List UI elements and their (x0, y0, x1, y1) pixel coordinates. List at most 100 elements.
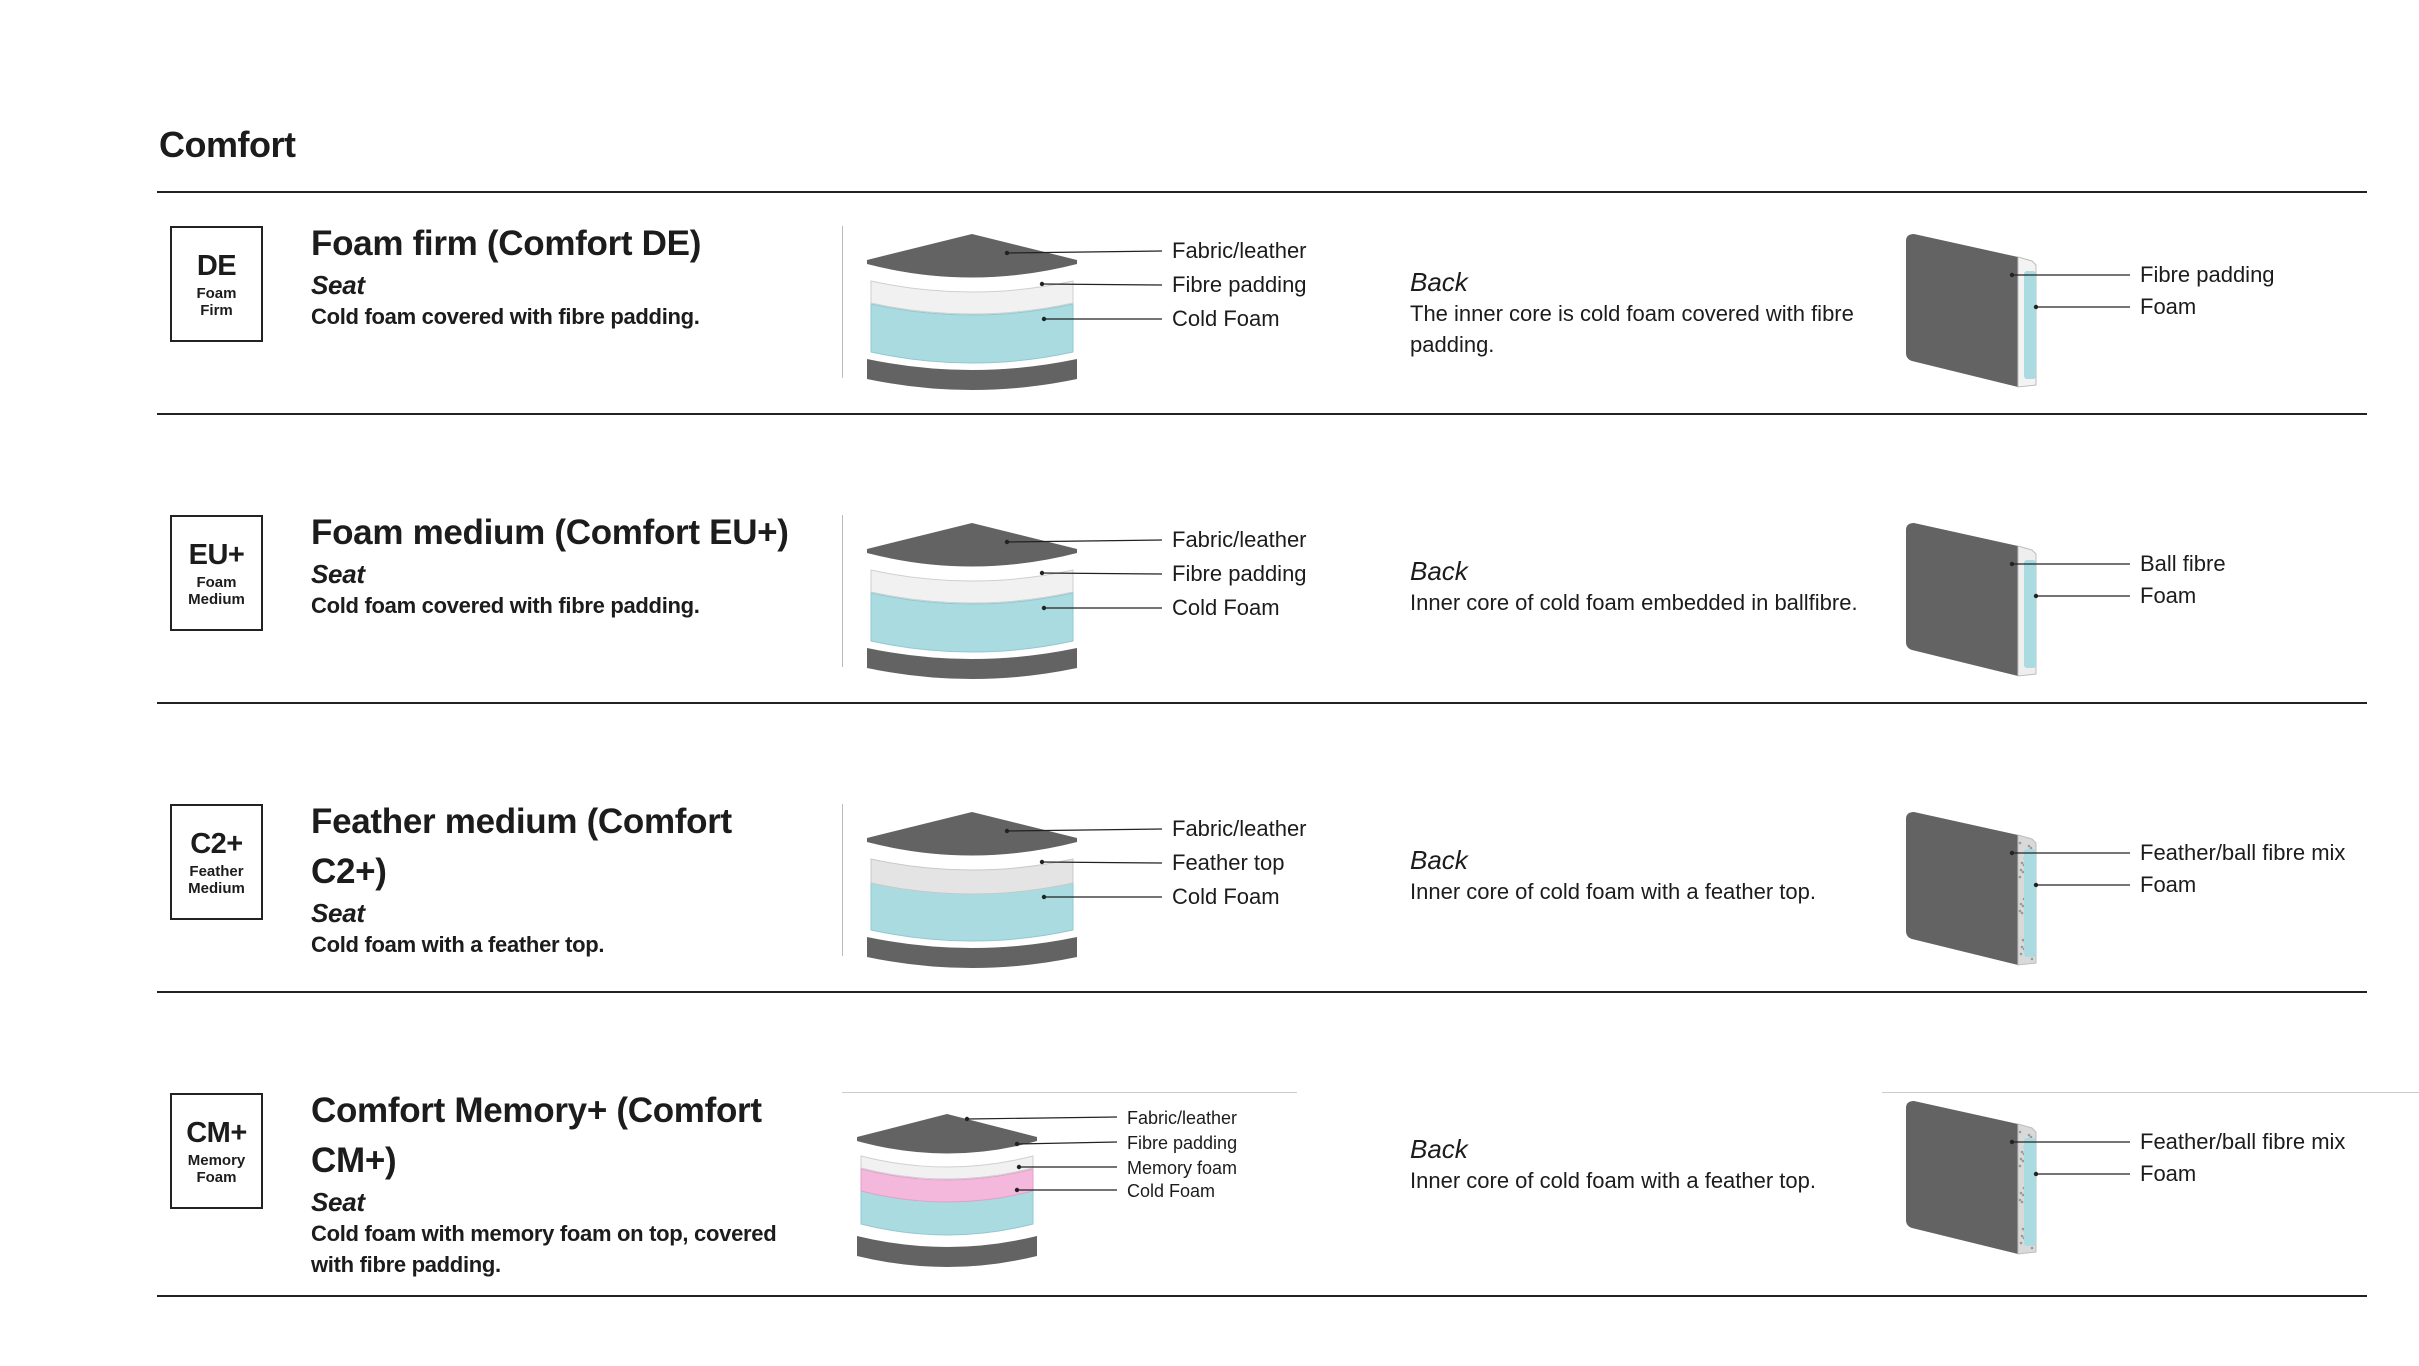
badge-code: CM+ (186, 1117, 247, 1149)
divider-2 (157, 702, 2367, 704)
feather-speck (2019, 868, 2023, 872)
divider-top (157, 191, 2367, 193)
leader-line (1006, 828, 1163, 832)
leader-dot (1004, 250, 1010, 256)
divider-3 (157, 991, 2367, 993)
feather-speck (2018, 1130, 2022, 1134)
bottom-fabric-layer (867, 359, 1077, 390)
back-description: Inner core of cold foam embedded in ball… (1410, 590, 1858, 615)
separator-line (842, 226, 843, 378)
back-foam-core (2024, 849, 2036, 957)
back-foam-core (2024, 271, 2036, 379)
comfort-title: Comfort Memory+ (Comfort CM+) (311, 1091, 762, 1180)
fibre-padding-layer (870, 569, 1074, 604)
back-label: Back (1410, 267, 1468, 297)
comfort-badge: EU+ Foam Medium (170, 515, 263, 631)
leader-dot (1014, 1187, 1020, 1193)
layer-label: Foam (2140, 872, 2196, 897)
feather-speck (2018, 841, 2022, 845)
feather-speck (2027, 1133, 2031, 1137)
leader-dot (1039, 281, 1045, 287)
comfort-info: Feather medium (Comfort C2+) Seat Cold f… (311, 797, 811, 960)
layer-label: Ball fibre (2140, 551, 2226, 576)
leader-dot (2033, 1171, 2039, 1177)
feather-speck (2018, 1164, 2022, 1168)
bottom-fabric-layer (857, 1236, 1037, 1267)
feather-speck (2027, 844, 2031, 848)
leader-dot (1041, 605, 1047, 611)
layer-label: Fibre padding (2140, 262, 2275, 287)
feather-speck (2021, 870, 2025, 874)
feather-speck (2019, 952, 2023, 956)
feather-speck (2020, 945, 2024, 949)
comfort-title: Foam medium (Comfort EU+) (311, 513, 789, 552)
seat-label: Seat (311, 270, 365, 300)
leader-dot (2009, 1139, 2015, 1145)
back-cushion-body (1906, 523, 2018, 676)
leader-dot (2033, 882, 2039, 888)
feather-speck (2019, 1241, 2023, 1245)
leader-dot (2033, 304, 2039, 310)
leader-dot (964, 1116, 970, 1122)
fibre-padding-layer (870, 280, 1074, 315)
layer-label: Feather top (1172, 850, 1285, 875)
back-description: Inner core of cold foam with a feather t… (1410, 879, 1817, 904)
comfort-info: Foam firm (Comfort DE) Seat Cold foam co… (311, 219, 811, 332)
leader-line (1006, 250, 1163, 254)
comfort-row-c2: C2+ Feather Medium Feather medium (Comfo… (0, 777, 2419, 1037)
feather-speck (2018, 875, 2022, 879)
layer-label: Cold Foam (1127, 1181, 1215, 1201)
divider-bottom (157, 1295, 2367, 1297)
feather-speck (2029, 1135, 2033, 1139)
layer-label: Feather/ball fibre mix (2140, 840, 2345, 865)
back-info: Back Inner core of cold foam with a feat… (1410, 1133, 1880, 1196)
layer-label: Fibre padding (1172, 561, 1307, 586)
layer-label: Foam (2140, 583, 2196, 608)
feather-speck (2021, 938, 2025, 942)
feather-speck (2020, 861, 2024, 865)
leader-line (1016, 1141, 1118, 1145)
layer-label: Fabric/leather (1127, 1108, 1237, 1128)
back-cushion-body (1906, 234, 2018, 387)
back-label: Back (1410, 1134, 1468, 1164)
seat-label: Seat (311, 1187, 365, 1217)
feather-speck (2029, 846, 2033, 850)
divider-1 (157, 413, 2367, 415)
layer-label: Fibre padding (1172, 272, 1307, 297)
seat-description: Cold foam covered with fibre padding. (311, 593, 700, 618)
layer-label: Cold Foam (1172, 884, 1280, 909)
fibre-padding-layer (860, 1155, 1034, 1180)
badge-subtitle: Foam Firm (196, 285, 237, 319)
cold-foam-layer (870, 592, 1074, 653)
leader-line (966, 1116, 1118, 1120)
seat-description: Cold foam covered with fibre padding. (311, 304, 700, 329)
back-label: Back (1410, 845, 1468, 875)
separator-line (842, 515, 843, 667)
layer-label: Memory foam (1127, 1158, 1237, 1178)
leader-dot (2033, 593, 2039, 599)
badge-subtitle: Foam Medium (188, 574, 245, 608)
leader-dot (1004, 828, 1010, 834)
comfort-row-cm: CM+ Memory Foam Comfort Memory+ (Comfort… (0, 1066, 2419, 1326)
leader-line (1041, 283, 1163, 286)
feather-speck (2020, 1234, 2024, 1238)
feather-speck (2020, 911, 2024, 915)
separator-line (842, 804, 843, 956)
feather-top-layer (870, 858, 1074, 895)
layer-label: Cold Foam (1172, 595, 1280, 620)
leader-dot (2009, 850, 2015, 856)
leader-line (1006, 539, 1163, 543)
thin-rule (842, 1092, 1297, 1093)
comfort-row-de: DE Foam Firm Foam firm (Comfort DE) Seat… (0, 199, 2419, 459)
top-fabric-layer (857, 1114, 1037, 1154)
seat-description: Cold foam with a feather top. (311, 932, 605, 957)
layer-label: Fabric/leather (1172, 527, 1307, 552)
leader-dot (1016, 1164, 1022, 1170)
feather-speck (2020, 1200, 2024, 1204)
layer-label: Foam (2140, 1161, 2196, 1186)
